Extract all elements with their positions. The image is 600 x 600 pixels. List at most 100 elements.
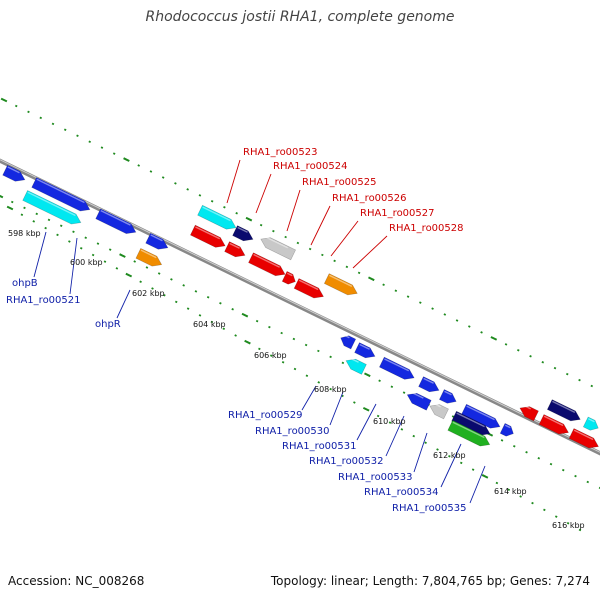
bottom-locus-labels[interactable]: RHA1_ro00529 RHA1_ro00530 RHA1_ro00531 R…: [228, 410, 467, 514]
ruler-dot-mid: [84, 236, 88, 239]
gene-arrow[interactable]: [405, 390, 432, 411]
gene-arrow[interactable]: [197, 204, 239, 232]
gene-arrow-body[interactable]: [546, 399, 582, 425]
ruler-dot-mid: [378, 379, 381, 382]
gene-arrow-body[interactable]: [582, 416, 600, 433]
gene-arrow-body[interactable]: [405, 390, 432, 411]
leader-line: [301, 385, 317, 411]
ruler-dot-top: [406, 295, 410, 298]
gene-arrow[interactable]: [95, 208, 139, 237]
locus-label-ro00526[interactable]: RHA1_ro00526: [332, 193, 407, 204]
locus-label-ro00531[interactable]: RHA1_ro00531: [282, 441, 357, 452]
gene-arrow-highlight: [423, 377, 434, 384]
ruler-dot-top: [419, 301, 422, 304]
ruler-dot-top: [186, 188, 189, 191]
gene-arrow-body[interactable]: [232, 225, 256, 245]
gene-arrow[interactable]: [499, 423, 516, 438]
gene-arrow-body[interactable]: [418, 376, 442, 396]
locus-label-ro00529[interactable]: RHA1_ro00529: [228, 410, 303, 421]
ruler-labels: 598 kbp 600 kbp 602 kbp 604 kbp 606 kbp …: [8, 229, 585, 530]
gene-arrow-body[interactable]: [568, 428, 600, 451]
gene-arrow-body[interactable]: [438, 389, 458, 407]
gene-arrow-body[interactable]: [323, 273, 359, 299]
gene-arrow[interactable]: [344, 356, 367, 375]
gene-arrow[interactable]: [323, 273, 359, 299]
locus-label-ro00530[interactable]: RHA1_ro00530: [255, 426, 330, 437]
gene-arrow[interactable]: [258, 234, 296, 261]
gene-arrow[interactable]: [22, 190, 84, 227]
top-locus-labels[interactable]: RHA1_ro00523 RHA1_ro00524 RHA1_ro00525 R…: [243, 147, 464, 234]
left-locus-labels[interactable]: ohpB RHA1_ro00521 ohpR: [6, 278, 121, 330]
ruler-dot-mid: [451, 415, 455, 418]
gene-arrow-body[interactable]: [258, 234, 296, 261]
gene-arrow[interactable]: [518, 403, 539, 422]
ruler-dot-top: [333, 259, 336, 263]
gene-arrow[interactable]: [145, 232, 171, 253]
gene-arrow[interactable]: [538, 414, 571, 437]
gene-arrow-body[interactable]: [338, 333, 357, 350]
locus-label-ro00533[interactable]: RHA1_ro00533: [338, 472, 413, 483]
locus-label-ro00535[interactable]: RHA1_ro00535: [392, 503, 467, 514]
gene-arrow-body[interactable]: [31, 177, 93, 214]
gene-arrow-body[interactable]: [22, 190, 84, 227]
locus-label-ro00525[interactable]: RHA1_ro00525: [302, 177, 377, 188]
gene-arrow-body[interactable]: [499, 423, 516, 438]
gene-arrow[interactable]: [354, 342, 378, 362]
gene-arrow[interactable]: [438, 389, 458, 407]
locus-label-ro00521[interactable]: RHA1_ro00521: [6, 295, 81, 306]
gene-arrow-body[interactable]: [2, 164, 28, 185]
gene-arrow-body[interactable]: [190, 224, 227, 251]
locus-label-ro00523[interactable]: RHA1_ro00523: [243, 147, 318, 158]
gene-arrow[interactable]: [338, 333, 357, 350]
gene-arrow[interactable]: [418, 376, 442, 396]
ruler-dot-top: [112, 152, 116, 155]
gene-arrow[interactable]: [582, 416, 600, 433]
gene-arrow-body[interactable]: [293, 278, 326, 301]
gene-arrow-body[interactable]: [281, 271, 298, 286]
gene-arrow-body[interactable]: [518, 403, 539, 422]
locus-label-ohpB[interactable]: ohpB: [12, 278, 38, 289]
gene-arrow[interactable]: [293, 278, 326, 301]
gene-arrow-body[interactable]: [224, 241, 248, 261]
gene-arrow[interactable]: [281, 271, 298, 286]
locus-label-ro00528[interactable]: RHA1_ro00528: [389, 223, 464, 234]
gene-arrow[interactable]: [190, 224, 227, 251]
ruler-dot-top: [272, 229, 275, 233]
gene-arrow-body[interactable]: [135, 247, 164, 269]
gene-arrow-body[interactable]: [344, 356, 367, 375]
locus-label-ro00534[interactable]: RHA1_ro00534: [364, 487, 439, 498]
gene-arrow-body[interactable]: [197, 204, 239, 232]
gene-arrow[interactable]: [31, 177, 93, 214]
gene-arrow[interactable]: [2, 164, 28, 185]
gene-arrow-highlight: [329, 274, 353, 287]
gene-arrow[interactable]: [461, 403, 503, 431]
gene-arrow-body[interactable]: [538, 414, 571, 437]
gene-arrow-body[interactable]: [428, 401, 449, 420]
gene-arrow[interactable]: [232, 225, 256, 245]
gene-arrow-body[interactable]: [354, 342, 378, 362]
gene-arrow[interactable]: [428, 401, 449, 420]
gene-arrow-body[interactable]: [461, 403, 503, 431]
ruler-dot-mid: [292, 337, 296, 341]
gene-arrow[interactable]: [248, 252, 288, 280]
gene-arrow[interactable]: [447, 420, 492, 449]
locus-label-ro00527[interactable]: RHA1_ro00527: [360, 208, 435, 219]
ruler-dot-top: [529, 354, 532, 358]
gene-arrow[interactable]: [451, 410, 493, 438]
gene-arrow-body[interactable]: [447, 420, 492, 449]
gene-arrow-body[interactable]: [95, 208, 139, 237]
gene-arrow-body[interactable]: [145, 232, 171, 253]
gene-arrow[interactable]: [224, 241, 248, 261]
ruler-dot-bottom: [436, 448, 439, 451]
locus-label-ro00532[interactable]: RHA1_ro00532: [309, 456, 384, 467]
locus-label-ro00524[interactable]: RHA1_ro00524: [273, 161, 348, 172]
gene-arrow[interactable]: [546, 399, 582, 425]
gene-arrow[interactable]: [568, 428, 600, 451]
gene-arrow-body[interactable]: [379, 356, 416, 383]
gene-arrow-body[interactable]: [451, 410, 493, 438]
gene-arrow[interactable]: [379, 356, 416, 383]
gene-arrow[interactable]: [135, 247, 164, 269]
locus-label-ohpR[interactable]: ohpR: [95, 319, 121, 330]
gene-arrow-body[interactable]: [248, 252, 288, 280]
ruler-dot-top: [504, 343, 508, 346]
